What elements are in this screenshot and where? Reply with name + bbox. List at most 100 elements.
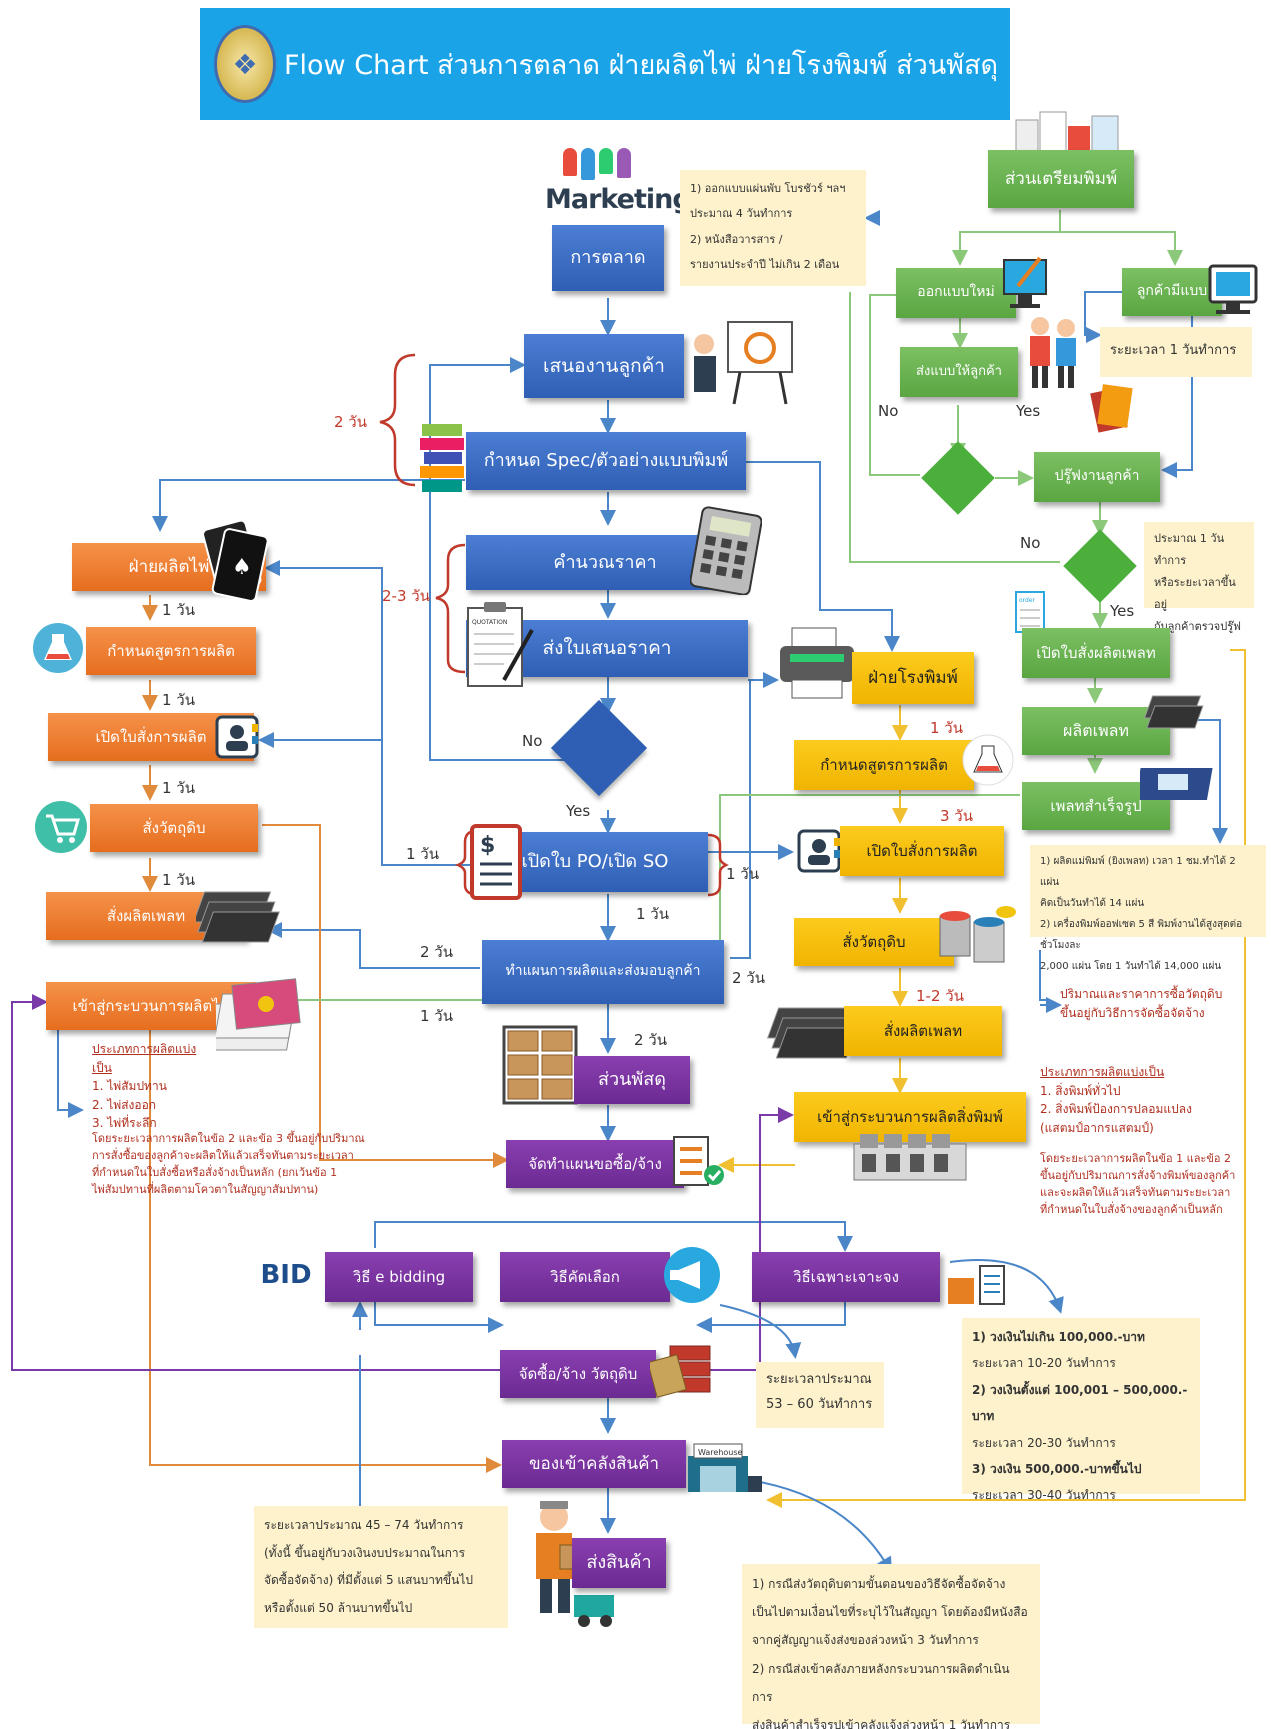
duration-label: 1 วัน [420,1007,453,1025]
print-types-list: ประเภทการผลิตแบ่งเป็น 1. สิ่งพิมพ์ทั่วไป… [1040,1063,1240,1137]
warehouse-box[interactable]: ของเข้าคลังสินค้า [502,1440,686,1488]
lab-flask-icon [32,622,84,674]
note-line: ระยะเวลาประมาณ 45 – 74 วันทำการ [264,1518,464,1532]
procurement-plan-box[interactable]: จัดทำแผนขอซื้อ/จ้าง [506,1140,684,1188]
note-line: เป็นไปตามเงื่อนไขที่ระบุไว้ในสัญญา โดยต้… [752,1605,1028,1620]
yes-label: Yes [1110,602,1135,620]
duration-label: 1 วัน [406,845,439,863]
quotation-tag: QUOTATION [472,619,507,626]
marketing-box[interactable]: การตลาด [552,225,664,291]
print-dept-box[interactable]: ฝ่ายโรงพิมพ์ [852,652,974,704]
print-type-item: 2. สิ่งพิมพ์ป้องการปลอมแปลง [1040,1102,1192,1117]
proof-box[interactable]: ปรู๊ฟงานลูกค้า [1034,452,1160,502]
customer-design-time-note: ระยะเวลา 1 วันทำการ [1100,327,1252,377]
prepress-box[interactable]: ส่วนเตรียมพิมพ์ [988,150,1134,208]
person-icon [617,148,631,178]
id-card-icon [214,714,260,760]
print-plate-order-box[interactable]: สั่งผลิตเพลท [844,1006,1002,1056]
production-plan-box[interactable]: ทำแผนการผลิตและส่งมอบลูกค้า [482,940,724,1004]
quotation-document-icon: QUOTATION [464,600,540,692]
total-time-note: ระยะเวลาประมาณ 45 – 74 วันทำการ (ทั้งนี้… [254,1506,508,1628]
send-design-box[interactable]: ส่งแบบให้ลูกค้า [900,347,1018,397]
books-icon [418,420,468,498]
note-line: ที่กำหนดในใบสั่งจ้างของลูกค้าเป็นหลัก [1040,1203,1223,1217]
title-bar: ❖ Flow Chart ส่วนการตลาด ฝ่ายผลิตไพ่ ฝ่า… [200,8,1010,120]
print-type-item: 1. สิ่งพิมพ์ทั่วไป [1040,1083,1121,1098]
print-type-item: (แสตมป์อากรแสตมป์) [1040,1120,1154,1135]
procurement-amount-note: 1) วงเงินไม่เกิน 100,000.-บาท ระยะเวลา 1… [962,1318,1200,1502]
checklist-icon [668,1133,728,1193]
note-line: 2) กรณีส่งเข้าคลังภายหลังกระบวนการผลิตดำ… [752,1661,1010,1704]
note-line: ขึ้นอยู่กับวิธีการจัดซื้อจัดจ้าง [1060,1005,1205,1020]
new-design-box[interactable]: ออกแบบใหม่ [896,268,1016,318]
ship-goods-box[interactable]: ส่งสินค้า [572,1538,666,1588]
plate-order-box[interactable]: เปิดใบสั่งผลิตเพลท [1022,628,1170,678]
buy-raw-material-box[interactable]: จัดซื้อ/จ้าง วัตถุดิบ [500,1350,656,1398]
duration-label: 1-2 วัน [916,987,964,1005]
specific-method-box[interactable]: วิธีเฉพาะเจาะจง [752,1252,940,1302]
order-tag: order [1019,597,1036,604]
note-line: คิดเป็นวันทำได้ 14 แผ่น [1040,898,1145,909]
person-icon [599,148,613,174]
note-line: ระยะเวลาประมาณ [766,1372,872,1387]
selection-method-box[interactable]: วิธีคัดเลือก [500,1252,670,1302]
card-formula-box[interactable]: กำหนดสูตรการผลิต [86,627,256,675]
plate-order-form-icon: order [1012,588,1048,636]
note-line: ขึ้นอยู่กับปริมาณการสั่งจ้างพิมพ์ของลูกค… [1040,1169,1236,1183]
plate-sheets-icon [196,888,286,944]
megaphone-icon [662,1245,722,1305]
print-production-process-box[interactable]: เข้าสู่กระบวนการผลิตสิ่งพิมพ์ [794,1092,1026,1142]
note-line: 53 – 60 วันทำการ [766,1396,873,1412]
print-types-title: ประเภทการผลิตแบ่งเป็น [1040,1065,1165,1079]
print-supplies-icon [1010,106,1122,158]
print-production-note: โดยระยะเวลาการผลิตในข้อ 1 และข้อ 2 ขึ้นอ… [1040,1150,1260,1218]
note-line: กับลูกค้าตรวจปรู๊ฟ [1154,620,1241,633]
id-card-icon [796,828,842,874]
no-label: No [878,402,899,420]
supplies-box[interactable]: ส่วนพัสดุ [574,1056,690,1104]
note-line: 2) วงเงินตั้งแต่ 100,001 – 500,000.-บาท [972,1382,1188,1424]
note-line: ส่งสินค้าสำเร็จรูปเข้าคลังแจ้งล่วงหน้า 1… [752,1717,1011,1729]
duration-label: 2 วัน [420,943,453,961]
customer-has-design-box[interactable]: ลูกค้ามีแบบ [1122,268,1222,316]
present-to-customer-box[interactable]: เสนองานลูกค้า [524,334,684,398]
presentation-board-icon [688,318,798,406]
svg-text:$: $ [480,833,495,858]
cart-icon [34,800,88,854]
card-raw-material-box[interactable]: สั่งวัตถุดิบ [90,804,258,852]
paint-cans-icon [936,902,1020,968]
note-line: 2) หนังสือวารสาร / [690,232,783,246]
print-production-order-box[interactable]: เปิดใบสั่งการผลิต [840,826,1004,876]
duration-label: 2 วัน [334,413,367,431]
note-line: ประมาณ 1 วันทำการ [1154,532,1225,567]
duration-label: 1 วัน [162,871,195,889]
ebidding-box[interactable]: วิธี e bidding [325,1252,473,1302]
note-line: 1) วงเงินไม่เกิน 100,000.-บาท [972,1330,1145,1344]
note-line: ปริมาณและราคาการซื้อวัตถุดิบ [1060,987,1223,1001]
printing-machine-icon [850,1130,970,1184]
duration-label: 1 วัน [162,691,195,709]
bid-icon: BID [246,1248,326,1302]
print-raw-material-box[interactable]: สั่งวัตถุดิบ [794,918,954,966]
note-line: ระยะเวลา 1 วันทำการ [1110,343,1237,358]
duration-label: 2 วัน [732,969,765,987]
duration-label: 1 วัน [930,719,963,737]
note-line: โดยระยะเวลาการผลิตในข้อ 1 และข้อ 2 [1040,1152,1231,1165]
note-line: ระยะเวลา 30-40 วันทำการ [972,1488,1116,1503]
note-line: ระยะเวลา 10-20 วันทำการ [972,1356,1116,1371]
note-line: 1) ผลิตแม่พิมพ์ (ยิงเพลท) เวลา 1 ชม.ทำได… [1040,856,1236,888]
define-spec-box[interactable]: กำหนด Spec/ตัวอย่างแบบพิมพ์ [466,432,746,490]
duration-label: 1 วัน [636,905,669,923]
bricks-icon [650,1340,712,1400]
note-line: ประมาณ 4 วันทำการ [690,207,793,221]
card-type-item: 2. ไพ่ส่งออก [92,1097,157,1112]
print-formula-box[interactable]: กำหนดสูตรการผลิต [794,740,974,790]
card-type-item: 3. ไพ่ที่ระลึก [92,1116,157,1131]
card-types-title: ประเภทการผลิตแบ่งเป็น [92,1042,197,1075]
note-line: 1) กรณีส่งวัตถุดิบตามขั้นตอนของวิธีจัดซื… [752,1577,1006,1591]
marketing-logo-text: Marketing [545,184,692,215]
duration-label: 3 วัน [940,807,973,825]
page-title: Flow Chart ส่วนการตลาด ฝ่ายผลิตไพ่ ฝ่ายโ… [284,49,998,81]
